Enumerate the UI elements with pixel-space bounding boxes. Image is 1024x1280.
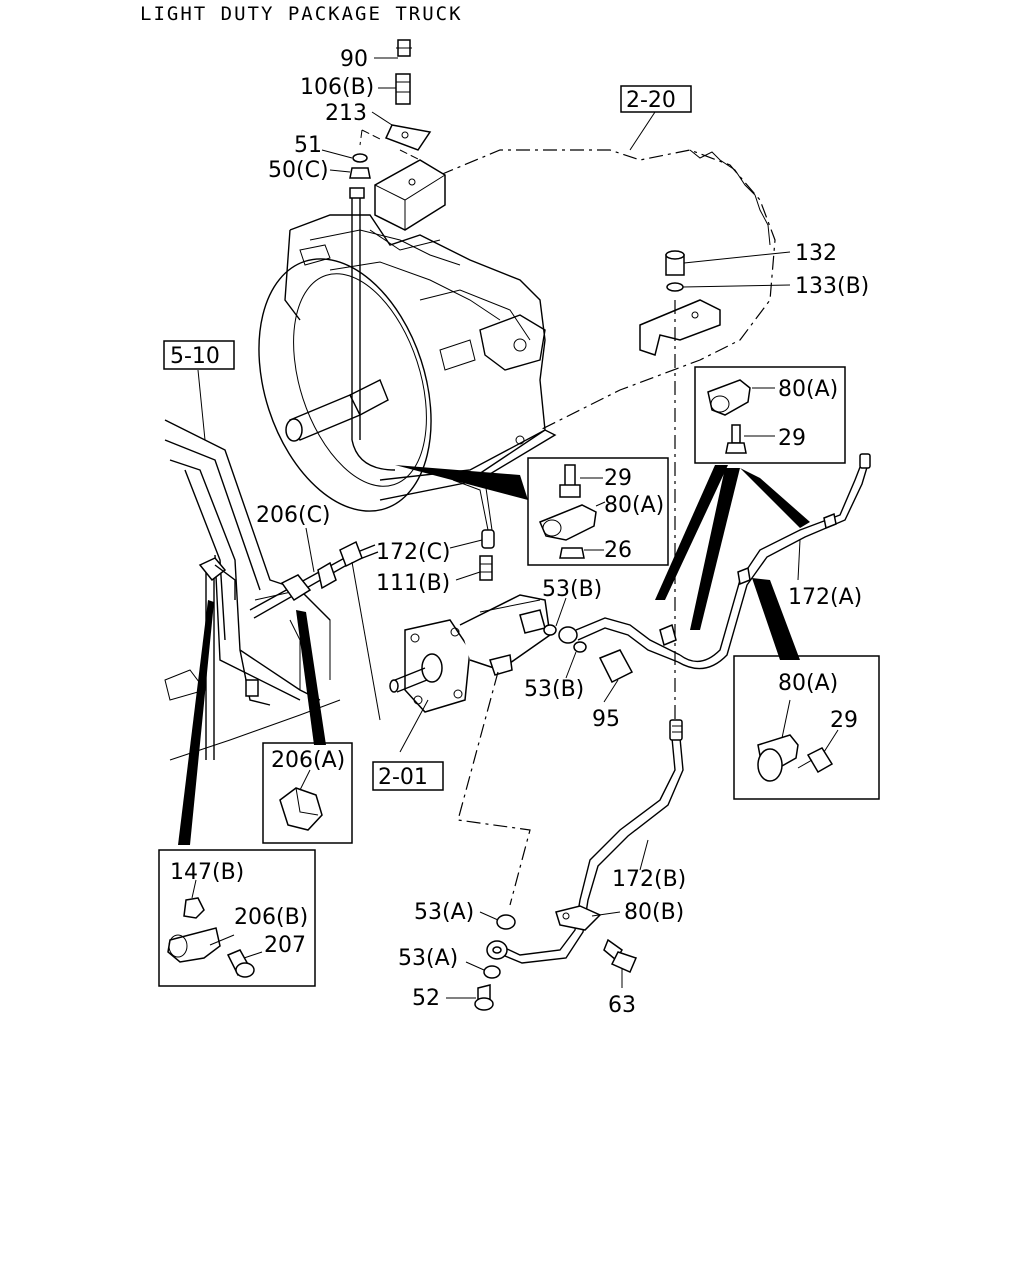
part-label-111b: 111(B) bbox=[376, 571, 450, 596]
part-label-29-mid: 29 bbox=[604, 466, 632, 491]
inset-clip-80a-29-top bbox=[694, 366, 846, 464]
callout-wedges bbox=[178, 465, 810, 845]
part-label-206b: 206(B) bbox=[234, 905, 308, 930]
part-label-80a-mid: 80(A) bbox=[604, 493, 664, 518]
part-label-172c: 172(C) bbox=[376, 540, 451, 565]
cable-172c bbox=[249, 477, 495, 721]
slave-cylinder bbox=[389, 594, 551, 906]
part-label-207: 207 bbox=[264, 933, 306, 958]
inset-clip-29-80a-26 bbox=[527, 457, 669, 566]
part-label-80a-right: 80(A) bbox=[778, 671, 838, 696]
part-label-147b: 147(B) bbox=[170, 860, 244, 885]
page-title: LIGHT DUTY PACKAGE TRUCK bbox=[140, 3, 463, 25]
part-label-90: 90 bbox=[340, 47, 368, 72]
top-fitting-stack bbox=[321, 39, 432, 199]
ref-label-2-01: 2-01 bbox=[378, 765, 428, 790]
part-label-26: 26 bbox=[604, 538, 632, 563]
part-label-50c: 50(C) bbox=[268, 158, 329, 183]
part-label-132: 132 bbox=[795, 241, 837, 266]
ref-box-2-01[interactable]: 2-01 bbox=[372, 761, 444, 791]
part-label-80b: 80(B) bbox=[624, 900, 684, 925]
bracket-132-133 bbox=[639, 250, 791, 720]
part-label-80a-top: 80(A) bbox=[778, 377, 838, 402]
ref-box-2-20[interactable]: 2-20 bbox=[620, 85, 692, 113]
part-label-51: 51 bbox=[294, 133, 322, 158]
fittings-53b-95 bbox=[543, 597, 681, 703]
inset-clamp-206a bbox=[262, 742, 353, 844]
ref-label-5-10: 5-10 bbox=[170, 344, 220, 369]
part-label-53b-bottom: 53(B) bbox=[524, 677, 584, 702]
part-label-213: 213 bbox=[325, 101, 367, 126]
part-label-106b: 106(B) bbox=[300, 75, 374, 100]
pipe-172a bbox=[659, 453, 871, 670]
ref-label-2-20: 2-20 bbox=[626, 88, 676, 113]
part-label-172a: 172(A) bbox=[788, 585, 862, 610]
ref-box-5-10[interactable]: 5-10 bbox=[163, 340, 235, 370]
inset-147b-206b-207 bbox=[158, 849, 316, 987]
part-label-53a-1: 53(A) bbox=[414, 900, 474, 925]
part-label-172b: 172(B) bbox=[612, 867, 686, 892]
part-label-52: 52 bbox=[412, 986, 440, 1011]
part-label-29-right: 29 bbox=[830, 708, 858, 733]
part-label-29-top: 29 bbox=[778, 426, 806, 451]
part-label-95: 95 bbox=[592, 707, 620, 732]
part-label-206a: 206(A) bbox=[271, 748, 345, 773]
transmission-assembly bbox=[258, 149, 776, 512]
part-label-206c: 206(C) bbox=[256, 503, 331, 528]
part-label-63: 63 bbox=[608, 993, 636, 1018]
frame-rail bbox=[164, 369, 341, 761]
part-label-53b-top: 53(B) bbox=[542, 577, 602, 602]
pipe-172b bbox=[446, 719, 684, 1011]
part-label-133b: 133(B) bbox=[795, 274, 869, 299]
part-label-53a-2: 53(A) bbox=[398, 946, 458, 971]
leader-2-20 bbox=[629, 111, 656, 151]
inset-clip-80a-29-right bbox=[733, 655, 880, 800]
